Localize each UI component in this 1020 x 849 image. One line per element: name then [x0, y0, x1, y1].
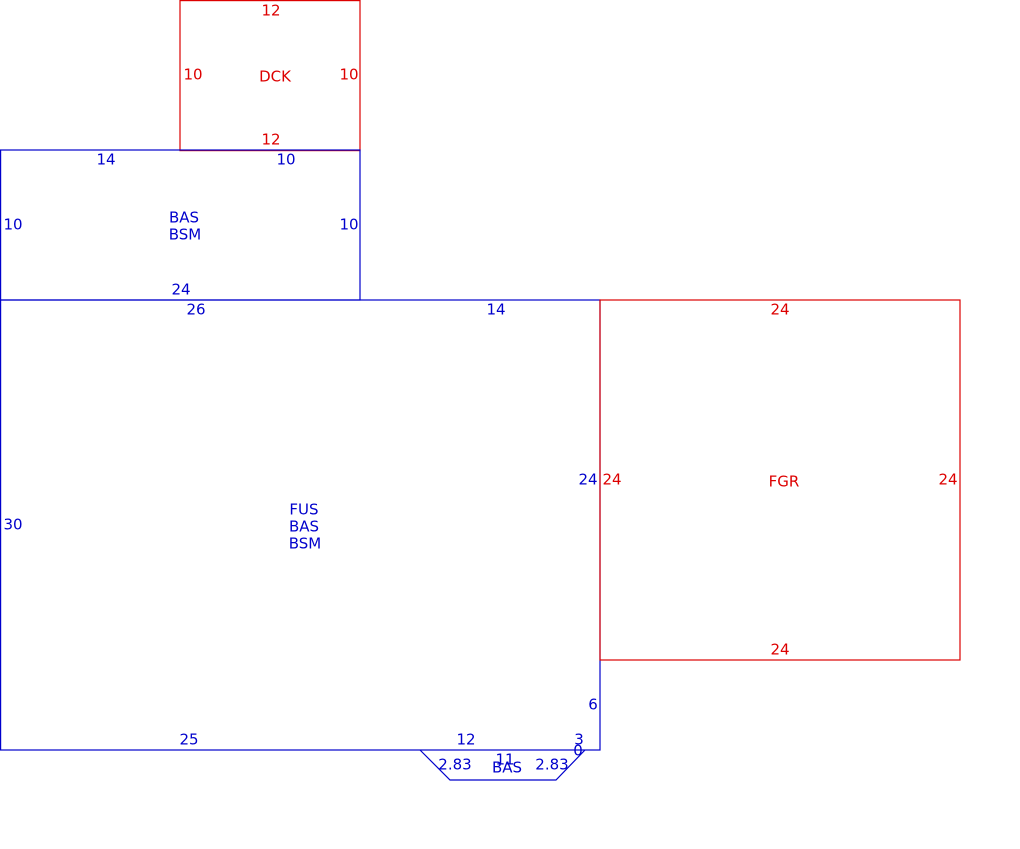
upper-bas-top-left-dimension: 14	[96, 151, 115, 169]
deck-area: 12 10 10 12 DCK	[179, 0, 361, 152]
deck-label: DCK	[259, 68, 292, 86]
deck-bottom-dimension: 12	[261, 131, 280, 149]
upper-bas-label-line1: BAS	[169, 209, 199, 227]
main-right-dimension: 24	[578, 471, 597, 489]
main-top-right-dimension: 14	[486, 301, 505, 319]
bay-area: 2.83 2.83 11 0 BAS	[419, 742, 586, 781]
main-label-line1: FUS	[289, 501, 318, 519]
upper-bas-left-dimension: 10	[3, 216, 22, 234]
deck-left-dimension: 10	[183, 66, 202, 84]
bay-label: BAS	[492, 759, 522, 777]
bay-left-diagonal-dimension: 2.83	[438, 756, 471, 774]
garage-label: FGR	[769, 473, 800, 491]
upper-bas-label-line2: BSM	[169, 226, 202, 244]
bay-right-diagonal-dimension: 2.83	[535, 756, 568, 774]
upper-bas-right-dimension: 10	[339, 216, 358, 234]
main-area: 26 14 30 24 6 25 12 3 FUS BAS BSM	[0, 299, 601, 751]
garage-left-dimension: 24	[602, 471, 621, 489]
garage-right-dimension: 24	[938, 471, 957, 489]
deck-right-dimension: 10	[339, 66, 358, 84]
garage-top-dimension: 24	[770, 301, 789, 319]
bay-right-small-dimension: 0	[573, 742, 583, 760]
main-label-line3: BSM	[289, 535, 322, 553]
bay-outline	[419, 749, 586, 781]
main-label-line2: BAS	[289, 518, 319, 536]
garage-bottom-dimension: 24	[770, 641, 789, 659]
bay-bottom-dimension: 11	[495, 751, 514, 769]
garage-area: 24 24 24 24 FGR	[599, 299, 961, 661]
main-bottom-right-dimension: 3	[574, 731, 584, 749]
deck-top-dimension: 12	[261, 2, 280, 20]
main-left-dimension: 30	[3, 516, 22, 534]
main-bottom-left-dimension: 25	[179, 731, 198, 749]
main-top-left-dimension: 26	[186, 301, 205, 319]
upper-bas-top-right-dimension: 10	[276, 151, 295, 169]
main-bottom-mid-dimension: 12	[456, 731, 475, 749]
deck-outline	[179, 0, 361, 152]
upper-bas-area: 14 10 10 10 24 BAS BSM	[0, 149, 361, 301]
upper-bas-bottom-dimension: 24	[171, 281, 190, 299]
garage-outline	[599, 299, 961, 661]
main-lower-right-dimension: 6	[588, 696, 598, 714]
